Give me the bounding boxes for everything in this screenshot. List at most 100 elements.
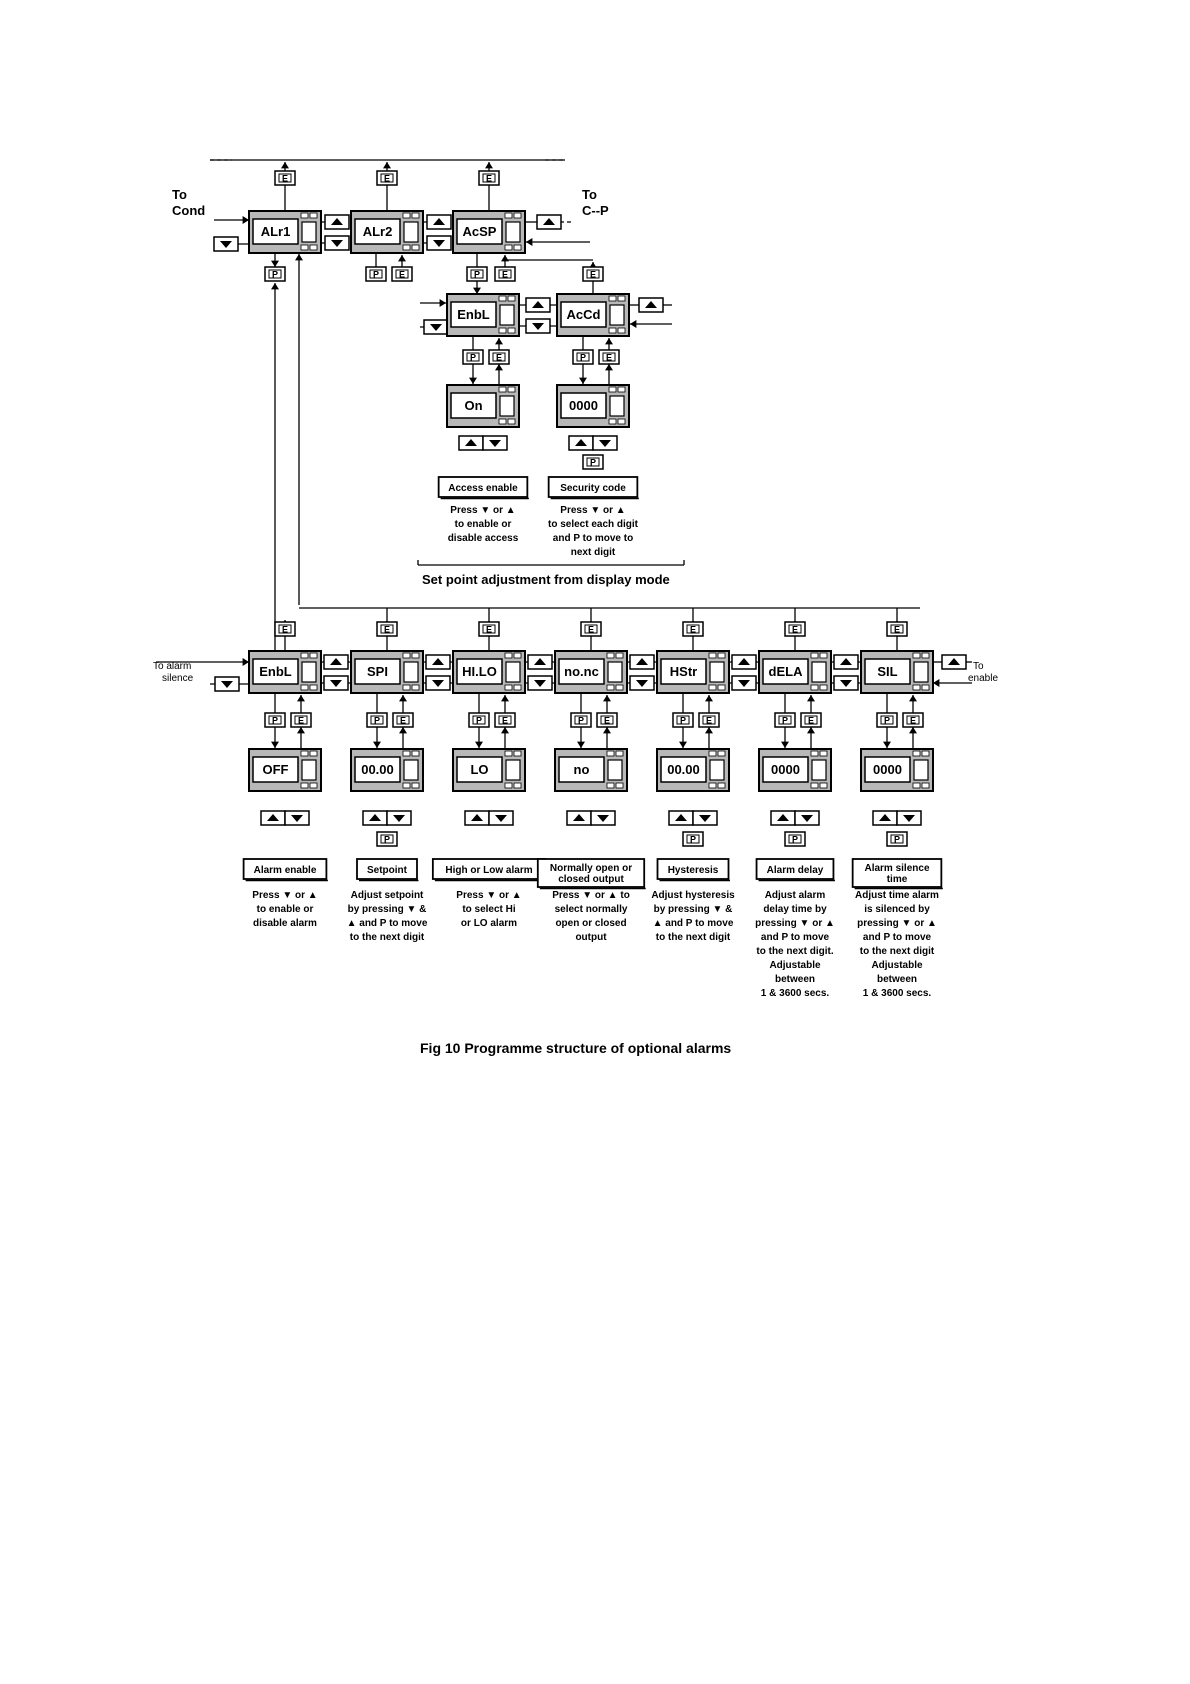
up-arrow-icon <box>636 658 648 665</box>
up-arrow-icon <box>369 814 381 821</box>
p-key-inner <box>472 715 486 725</box>
alarm-value-display-side-panel <box>913 759 929 781</box>
alarm-description-line: Adjustable <box>871 960 923 971</box>
alarm-description-line: output <box>575 932 607 943</box>
arrow-head <box>501 695 509 702</box>
e-key: E <box>384 625 390 635</box>
access-unit-accd-screen <box>560 301 607 328</box>
alarm-description-line: by pressing ▼ & <box>348 904 427 915</box>
access-label: Access enable <box>448 483 518 494</box>
alarm-description-line: by pressing ▼ & <box>654 904 733 915</box>
alarm-unit-no-nc-button <box>615 684 624 691</box>
alarm-value-display-side-panel <box>301 759 317 781</box>
arrow-head <box>399 695 407 702</box>
access-unit-accd-button <box>617 327 626 334</box>
alarm-description-line: between <box>775 974 815 985</box>
e-key-inner <box>482 173 496 183</box>
e-key-inner <box>584 624 598 634</box>
alarm-unit-hi-lo-button <box>513 684 522 691</box>
alarm-description-line: Press ▼ or ▲ <box>456 890 521 901</box>
access-label: Security code <box>560 483 626 494</box>
access-description-line: and P to move to <box>553 533 633 544</box>
e-key: E <box>792 625 798 635</box>
alarm-unit-dela-button <box>819 652 828 659</box>
alarm-description-line: pressing ▼ or ▲ <box>857 918 937 929</box>
alarm-description-line: and P to move <box>863 932 932 943</box>
e-key: E <box>706 716 712 726</box>
e-key-inner <box>600 715 614 725</box>
p-key-inner <box>369 269 383 279</box>
alarm-description-line: is silenced by <box>864 904 930 915</box>
alarm-label: Setpoint <box>367 865 408 876</box>
access-unit-enbl-button <box>498 327 507 334</box>
p-key: P <box>272 270 278 280</box>
alarm-value-display-text: 0000 <box>873 762 902 777</box>
alarm-label-frame <box>851 858 943 888</box>
arrow-head <box>295 254 303 261</box>
alarm-value-display-button <box>810 750 819 757</box>
top-unit-alr2-button <box>402 244 411 251</box>
e-key-inner <box>294 715 308 725</box>
top-unit-alr1-button <box>309 244 318 251</box>
e-key-inner <box>498 715 512 725</box>
alarm-value-display-button <box>819 782 828 789</box>
alarm-unit-sil-screen <box>864 658 911 685</box>
e-key-inner <box>278 173 292 183</box>
access-value-display-button <box>617 418 626 425</box>
alarm-value-display-button <box>504 782 513 789</box>
alarm-description-line: 1 & 3600 secs. <box>863 988 932 999</box>
down-arrow-icon <box>291 815 303 822</box>
alarm-label-line: Alarm silence <box>864 863 929 874</box>
access-unit-enbl-screen <box>450 301 497 328</box>
alarm-value-display-screen <box>558 756 605 783</box>
arrow-head <box>705 695 713 702</box>
p-key-inner <box>586 457 600 467</box>
access-description-line: next digit <box>571 547 616 558</box>
access-unit-enbl-side-panel <box>499 304 515 326</box>
access-value-display-button <box>608 418 617 425</box>
section-title: Set point adjustment from display mode <box>422 572 670 587</box>
alarm-description-line: to the next digit. <box>756 946 833 957</box>
p-key-inner <box>370 715 384 725</box>
alarm-value-display-screen <box>354 756 401 783</box>
e-key: E <box>399 270 405 280</box>
figure-caption: Fig 10 Programme structure of optional a… <box>420 1040 731 1056</box>
p-key: P <box>690 835 696 845</box>
up-arrow-icon <box>534 658 546 665</box>
alarm-unit-spi-side-panel <box>403 661 419 683</box>
top-unit-alr1-button <box>300 212 309 219</box>
arrow-head <box>281 162 289 169</box>
alarm-value-display-button <box>300 782 309 789</box>
p-key: P <box>578 716 584 726</box>
up-arrow-icon <box>840 658 852 665</box>
alarm-value-display-button <box>912 750 921 757</box>
up-arrow-icon <box>471 814 483 821</box>
alarm-value-display-side-panel <box>709 759 725 781</box>
p-key: P <box>272 716 278 726</box>
access-description-line: to select each digit <box>548 519 639 530</box>
p-key: P <box>470 353 476 363</box>
alarm-label-frame <box>755 858 835 880</box>
access-unit-enbl-button <box>507 295 516 302</box>
arrow-head <box>297 695 305 702</box>
e-key-inner <box>906 715 920 725</box>
up-arrow-icon <box>675 814 687 821</box>
access-value-display-side-panel <box>609 395 625 417</box>
alarm-value-display-text: 00.00 <box>361 762 394 777</box>
arrow-head <box>485 162 493 169</box>
up-arrow-icon <box>575 439 587 446</box>
e-key: E <box>282 174 288 184</box>
up-arrow-icon <box>432 658 444 665</box>
alarm-description-line: and P to move <box>761 932 830 943</box>
p-key-inner <box>890 834 904 844</box>
access-description-line: disable access <box>448 533 519 544</box>
top-unit-alr1-screen <box>252 218 299 245</box>
access-description-line: Press ▼ or ▲ <box>560 505 625 516</box>
arrow-head <box>883 741 891 748</box>
e-key: E <box>282 625 288 635</box>
down-arrow-icon <box>599 440 611 447</box>
arrow-head <box>399 727 407 734</box>
down-arrow-icon <box>597 815 609 822</box>
alarm-description-line: Adjust setpoint <box>351 890 424 901</box>
access-value-display-button <box>608 386 617 393</box>
